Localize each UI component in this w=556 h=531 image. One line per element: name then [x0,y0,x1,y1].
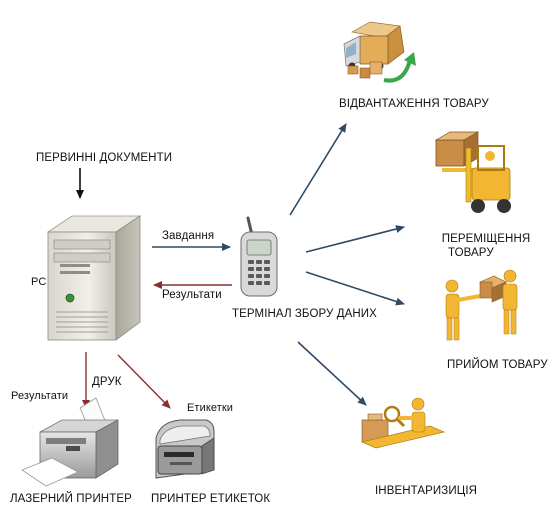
primary-documents-label: ПЕРВИННІ ДОКУМЕНТИ [36,152,173,164]
moving-label-line2: ТОВАРУ [448,247,494,259]
arrow-to-receiving [305,271,405,306]
labels-arrow-label: Етикетки [187,402,234,414]
receiving-label: ПРИЙОМ ТОВАРУ [447,359,548,371]
handheld-terminal-icon [240,216,278,297]
arrow-to-inventory [297,341,367,406]
arrow-to-moving [305,225,405,253]
arrow-to-label-printer [117,354,171,409]
pc-label: PC [31,276,47,288]
results-to-pc-label: Результати [162,289,222,301]
arrow-to-shipping [289,123,347,216]
task-label: Завдання [162,230,215,242]
label-printer-label: ПРИНТЕР ЕТИКЕТОК [151,493,271,505]
pc-tower-icon [46,215,142,341]
inventory-worker-icon [360,397,446,449]
delivery-truck-icon [343,21,416,83]
print-label: ДРУК [92,376,122,388]
inventory-label: ІНВЕНТАРИЗИЦІЯ [375,485,478,497]
handover-people-icon [445,269,518,341]
forklift-icon [434,131,511,213]
moving-label-line1: ПЕРЕМІЩЕННЯ [441,233,531,245]
results-print-label: Результати [11,390,69,402]
laser-printer-icon [21,397,119,487]
label-printer-icon [155,419,215,479]
laser-printer-label: ЛАЗЕРНИЙ ПРИНТЕР [10,493,132,505]
terminal-label: ТЕРМІНАЛ ЗБОРУ ДАНИХ [232,308,377,320]
shipping-label: ВІДВАНТАЖЕННЯ ТОВАРУ [339,98,489,110]
